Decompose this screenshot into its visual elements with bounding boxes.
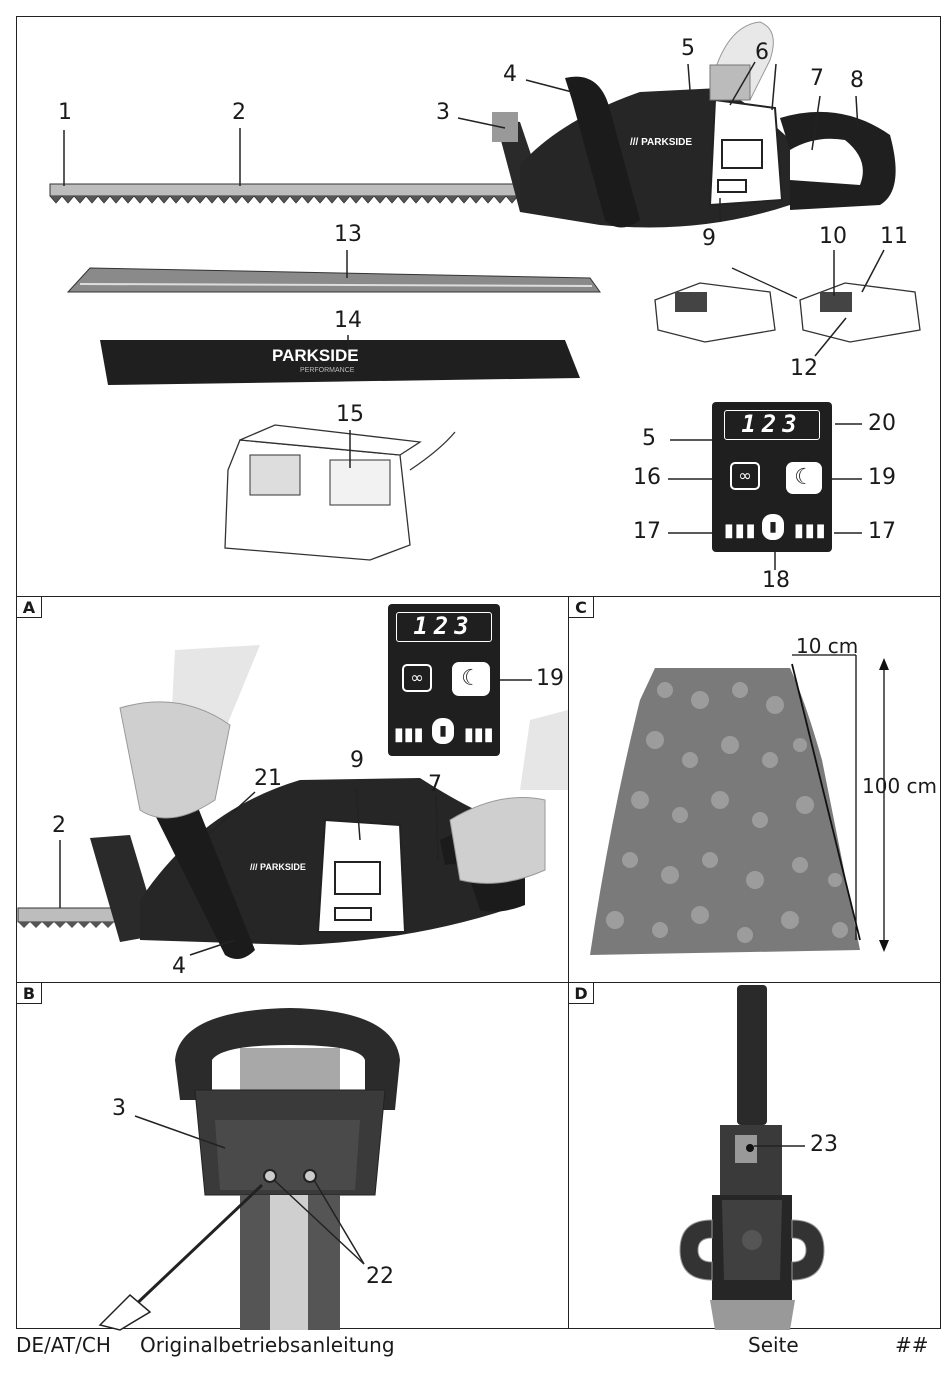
figure-c-height-label: 100 cm [862, 774, 938, 798]
svg-text:/// PARKSIDE: /// PARKSIDE [250, 862, 306, 872]
label-12: 12 [790, 356, 818, 381]
display-label-18: 18 [762, 568, 790, 593]
display-label-20: 20 [868, 411, 896, 436]
battery-level-left-icon: ▮▮▮ [724, 520, 757, 541]
figure-c-width-label: 10 cm [796, 634, 859, 658]
battery-pack-2-illustration [799, 282, 921, 343]
display-label-17-left: 17 [633, 519, 661, 544]
figure-a-illustration: /// PARKSIDE [17, 645, 568, 959]
display-label-16: 16 [633, 465, 661, 490]
figure-a-label-2: 2 [52, 813, 66, 838]
figure-d-illustration [679, 985, 825, 1330]
control-display-panel: 123 ∞ ☾ ▮▮▮ ▮ ▮▮▮ [712, 402, 832, 552]
footer-page-label: Seite [748, 1333, 799, 1357]
figure-a-power-icon: ☾ [452, 662, 490, 696]
blade-guard-rail-illustration [66, 267, 601, 293]
power-button-icon[interactable]: ☾ [786, 462, 822, 494]
figure-a-display-panel: 123 ∞ ☾ ▮▮▮ ▮ ▮▮▮ [388, 604, 500, 756]
footer-language: DE/AT/CH [16, 1333, 111, 1357]
page-frame [16, 16, 941, 1329]
label-8: 8 [850, 68, 864, 93]
label-3: 3 [436, 100, 450, 125]
figure-a-battery-left-icon: ▮▮▮ [394, 724, 424, 745]
footer-page-number: ## [895, 1333, 929, 1357]
charger-illustration [224, 424, 456, 561]
hedge-trimmer-illustration: /// PARKSIDE [49, 21, 896, 228]
display-label-17-right: 17 [868, 519, 896, 544]
label-13: 13 [334, 222, 362, 247]
display-label-19: 19 [868, 465, 896, 490]
figure-a-battery-right-icon: ▮▮▮ [464, 724, 494, 745]
figure-a-label-19: 19 [536, 666, 564, 691]
label-2: 2 [232, 100, 246, 125]
figure-d-label-23: 23 [810, 1132, 838, 1157]
label-14: 14 [334, 308, 362, 333]
figure-b-label-22: 22 [366, 1264, 394, 1289]
footer-title: Originalbetriebsanleitung [140, 1333, 395, 1357]
figure-b-leader-lines [134, 1115, 365, 1265]
section-tag-a: A [16, 596, 42, 618]
figure-a-chain-icon: ∞ [402, 664, 432, 692]
section-tag-b: B [16, 982, 42, 1004]
label-15: 15 [336, 402, 364, 427]
section-tag-d: D [568, 982, 594, 1004]
label-4: 4 [503, 62, 517, 87]
figure-a-label-4: 4 [172, 954, 186, 979]
sheath-sub: PERFORMANCE [300, 367, 355, 374]
figure-a-label-7: 7 [428, 772, 442, 797]
overview-leader-lines [63, 61, 885, 468]
figure-b-label-3: 3 [112, 1096, 126, 1121]
divider-vertical [568, 596, 569, 1329]
chain-button-icon[interactable]: ∞ [730, 462, 760, 490]
battery-status-icon: ▮ [762, 514, 784, 540]
figure-c-hedge-illustration [590, 654, 889, 955]
sheath-brand: PARKSIDE [272, 346, 359, 365]
figure-a-battery-status-icon: ▮ [432, 718, 454, 744]
battery-level-right-icon: ▮▮▮ [794, 520, 827, 541]
label-9: 9 [702, 226, 716, 251]
blade-sheath-illustration [100, 340, 580, 385]
figure-b-illustration [98, 1008, 400, 1331]
divider-top [16, 596, 941, 597]
divider-middle [16, 982, 941, 983]
svg-text:/// PARKSIDE: /// PARKSIDE [630, 137, 692, 148]
figure-a-label-21: 21 [254, 766, 282, 791]
figure-a-display-digits: 123 [396, 612, 492, 642]
label-11: 11 [880, 224, 908, 249]
label-1: 1 [58, 100, 72, 125]
figure-a-leader-lines [59, 679, 532, 956]
battery-pack-1-illustration [654, 282, 776, 343]
label-5: 5 [681, 36, 695, 61]
section-tag-c: C [568, 596, 594, 618]
label-7: 7 [810, 66, 824, 91]
label-10: 10 [819, 224, 847, 249]
label-6: 6 [755, 40, 769, 65]
figure-a-label-9: 9 [350, 748, 364, 773]
display-label-5: 5 [642, 426, 656, 451]
display-digits: 123 [724, 410, 820, 440]
